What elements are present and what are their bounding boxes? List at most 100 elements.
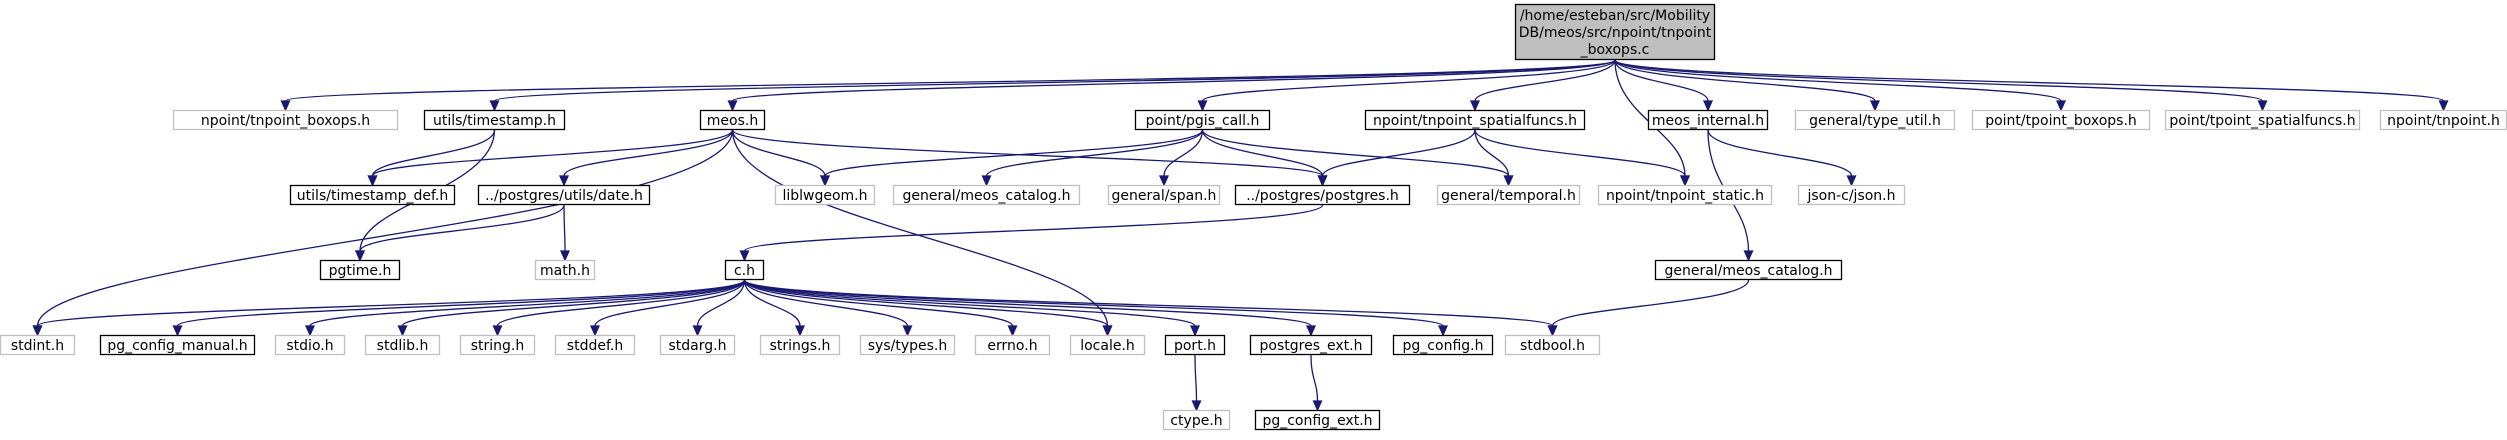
node-box [423,109,566,131]
edge-line [1474,59,1616,102]
node-general-meos-catalog-h[interactable]: general/meos_catalog.h [1654,259,1843,281]
node-utils-timestamp-h[interactable]: utils/timestamp.h [423,109,566,131]
node-box [0,334,76,356]
node-pg-config-ext-h[interactable]: pg_config_ext.h [1254,409,1381,431]
node-point-tpoint-boxops-h: point/tpoint_boxops.h [1971,109,2151,131]
node-box [1249,334,1373,356]
edge-line [401,279,746,327]
node-npoint-tnpoint-spatialfuncs-h[interactable]: npoint/tnpoint_spatialfuncs.h [1364,109,1586,131]
edge-root-to-npoint_tnpoint_h [1614,59,2449,112]
node-pg-config-h[interactable]: pg_config.h [1392,334,1494,356]
edge-line [1310,354,1319,402]
node-npoint-tnpoint-boxops-h: npoint/tnpoint_boxops.h [172,109,399,131]
node-npoint-tnpoint-static-h: npoint/tnpoint_static.h [1597,184,1773,206]
edge-line [743,279,1554,327]
node-label: stdint.h [11,338,64,354]
edge-meos_h-to-liblwgeom_h [731,129,831,187]
node-label: sys/types.h [868,338,947,354]
edges-layer [32,59,2449,412]
edge-line [1201,59,1616,102]
edge-arrowhead [367,175,378,187]
edge-arrowhead [739,250,750,262]
node-postgres-utils-date-h[interactable]: ../postgres/utils/date.h [477,184,651,206]
node-box [892,184,1081,206]
node-box [774,184,876,206]
node-stdarg-h: stdarg.h [659,334,736,356]
edge-line [359,204,565,252]
node-label: liblwgeom.h [782,188,867,204]
node-meos-internal-h[interactable]: meos_internal.h [1647,109,1769,131]
node-label: ../postgres/postgres.h [1246,188,1399,204]
node-label: utils/timestamp.h [433,113,556,129]
node-label: ctype.h [1170,413,1222,429]
edge-c_h-to-postgres_ext_h [743,279,1317,337]
edge-meos_internal_h-to-json_c_json_h [1707,129,1857,187]
node-label: stddef.h [567,338,623,354]
node-stdlib-h: stdlib.h [364,334,441,356]
edge-c_h-to-pg_config_h [743,279,1449,337]
edge-line [985,129,1204,177]
node-label: general/type_util.h [1809,113,1941,129]
edge-arrowhead [1102,325,1113,337]
edge-line [1614,59,2062,102]
edge-c_h-to-sys_types_h [743,279,913,337]
edge-line [1321,129,1476,177]
node-box [1647,109,1769,131]
edge-line [1474,129,1686,177]
node-postgres-postgres-h[interactable]: ../postgres/postgres.h [1234,184,1411,206]
node-label: point/tpoint_spatialfuncs.h [2169,113,2355,129]
edge-c_h-to-stdarg_h [692,279,746,337]
node-box [319,259,401,281]
node-c-h[interactable]: c.h [724,259,765,281]
node-pgtime-h[interactable]: pgtime.h [319,259,401,281]
edge-arrowhead [1469,100,1481,112]
node-postgres-ext-h[interactable]: postgres_ext.h [1249,334,1373,356]
node-meos-h[interactable]: meos.h [699,109,766,131]
edge-arrowhead [1679,175,1691,187]
node-json-c-json-h: json-c/json.h [1797,184,1906,206]
edge-arrowhead [280,100,291,112]
edge-line [743,279,1109,327]
edge-arrowhead [1846,175,1857,187]
edge-c_h-to-strings_h [743,279,806,337]
edge-line [743,279,1014,327]
node-point-pgis-call-h[interactable]: point/pgis_call.h [1134,109,1271,131]
node-box [1254,409,1381,431]
node-box [659,334,736,356]
edge-postgres_postgres_h-to-c_h [739,204,1324,262]
node-utils-timestamp-def-h[interactable]: utils/timestamp_def.h [289,184,456,206]
node-pg-config-manual-h[interactable]: pg_config_manual.h [99,334,256,356]
node-label: stdlib.h [377,338,429,354]
node-locale-h: locale.h [1069,334,1146,356]
edge-arrowhead [1189,325,1201,337]
edge-arrowhead [1547,325,1558,337]
edge-root-to-npoint_tnpoint_boxops_h [280,59,1616,112]
edge-postgres_utils_date_h-to-math_h [559,204,571,262]
edge-line [1614,59,1876,102]
edge-line [284,59,1616,102]
node-box [699,109,766,131]
edge-arrowhead [2055,100,2067,112]
nodes-layer: /home/esteban/src/MobilityDB/meos/src/np… [0,3,2507,431]
edge-npoint_tnpoint_spatialfuncs_h-to-general_temporal_h [1474,129,1514,187]
node-port-h[interactable]: port.h [1164,334,1226,356]
node-label: general/span.h [1112,188,1217,204]
edge-point_pgis_call_h-to-liblwgeom_h [819,129,1204,187]
node-label: pg_config_manual.h [107,338,247,354]
node-label: stdio.h [286,338,333,354]
node-label: point/pgis_call.h [1146,113,1260,129]
edge-line [371,129,496,177]
node-general-meos-catalog-h-ext: general/meos_catalog.h [892,184,1081,206]
edge-meos_h-to-utils_timestamp_def_h [367,129,734,187]
edge-arrowhead [727,100,738,112]
edge-root-to-point_tpoint_spatialfuncs_h [1614,59,2268,112]
edge-root-to-general_type_util_h [1614,59,1881,112]
edge-meos_h-to-postgres_utils_date_h [558,129,734,187]
node-npoint-tnpoint-h: npoint/tnpoint.h [2379,109,2507,131]
node-box [364,334,441,356]
edge-line [731,129,1109,327]
node-box [2164,109,2361,131]
node-box [1392,334,1494,356]
edge-line [496,279,746,327]
edge-arrowhead [32,325,43,337]
